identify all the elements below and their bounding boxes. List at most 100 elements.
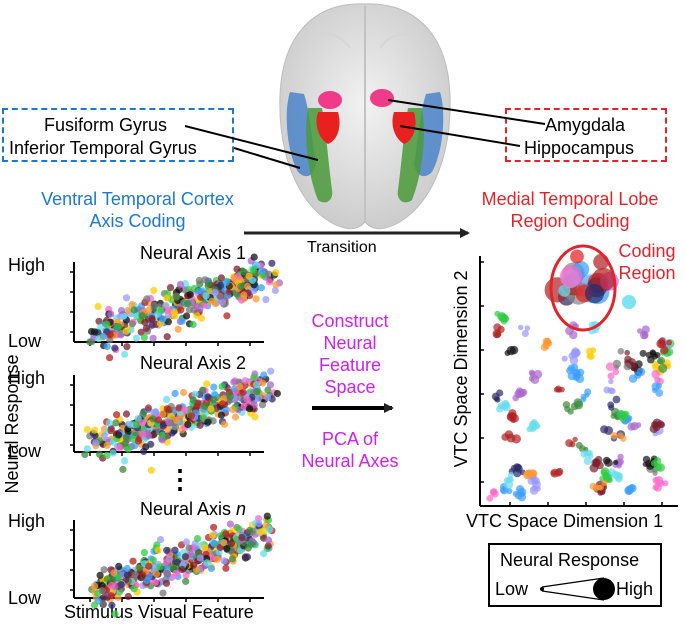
scatter-point [96,450,104,458]
scatter-point [184,420,192,429]
scatter-point [240,291,248,299]
space-point [501,433,510,441]
scatter-point [123,343,131,351]
right-fusiform-region [397,108,424,203]
scatter-point [122,327,130,335]
scatter-point [265,278,274,286]
scatter-point [99,600,107,608]
space-point [493,331,501,338]
scatter-point [107,592,115,600]
scatter-point [106,330,114,338]
scatter-point [246,526,254,535]
inferior-temporal-leader-line [233,147,301,169]
scatter-point [238,534,246,542]
space-point [572,436,578,443]
scatter-point [97,323,105,331]
space-point [612,368,620,376]
space-point [592,459,599,465]
space-point [504,480,514,490]
scatter-point [258,267,266,275]
scatter-point [115,431,123,439]
scatter-point [138,312,146,320]
scatter-point [98,587,106,595]
mtl-title-line-1: Medial Temporal Lobe [481,189,659,209]
scatter-point [81,450,89,458]
space-point [657,358,664,365]
scatter-point [103,320,111,328]
scatter-point [220,539,228,547]
space-point [655,389,664,397]
scatter-point [260,550,268,558]
scatter-point [210,383,218,391]
space-point [517,324,524,331]
space-point [530,419,538,426]
scatter-point [91,426,99,434]
space-point [658,363,668,373]
coding-region-label-line-1: Coding [618,241,676,261]
scatter-point [120,312,128,320]
scatter-point [272,269,280,277]
space-point [660,346,669,355]
scatter-point [142,324,150,332]
scatter-point [248,276,257,284]
scatter-point [129,557,137,565]
space-point [518,490,525,497]
scatter-point [182,538,190,546]
space-point [585,347,594,356]
scatter-point [237,394,245,402]
scatter-point [107,310,115,318]
hippocampus-leader-line [399,125,521,147]
scatter-point [159,410,167,418]
legend-low-label: Low [495,579,529,599]
space-point [666,339,672,346]
scatter-point [267,367,275,375]
scatter-point [207,564,216,573]
scatter-point [211,288,219,296]
space-point [609,387,616,395]
scatter-point [158,436,166,444]
scatter-point [139,410,147,418]
axis1-low-label: Low [8,331,42,351]
vtc-label-box [2,108,234,162]
scatter-point [107,581,116,590]
axis1-title: Neural Axis 1 [140,243,247,263]
scatter-point [121,350,129,358]
scatter-point [197,314,206,322]
scatter-point [226,393,234,401]
space-point [569,441,576,448]
scatter-point [196,305,204,313]
scatter-point [237,282,245,291]
space-point [628,484,636,492]
axisn-low-label: Low [8,588,42,608]
space-point [652,470,658,476]
scatter-point [244,282,252,290]
space-point [580,393,587,400]
scatter-point [121,439,129,447]
scatter-point [182,577,190,586]
space-point [497,402,505,410]
scatter-point [128,301,136,309]
scatter-point [165,418,173,426]
space-point [490,488,498,496]
axisn-points [88,512,276,618]
space-point [652,418,662,428]
scatter-point [103,451,111,459]
scatter-point [171,546,179,554]
space-point [508,472,514,478]
scatter-point [105,419,113,427]
left-hippocampus-region [316,112,340,144]
scatter-point [239,388,247,396]
space-point [583,456,592,466]
scatter-point [111,610,119,618]
scatter-point [147,466,155,474]
scatter-point [94,302,102,311]
space-point [610,413,617,419]
scatter-point [223,545,231,553]
scatter-point [199,414,207,422]
axisn-title: Neural Axis n [140,500,246,518]
scatter-point [143,295,151,303]
space-point [656,339,666,349]
scatter-point [107,427,115,435]
space-point [637,328,643,334]
